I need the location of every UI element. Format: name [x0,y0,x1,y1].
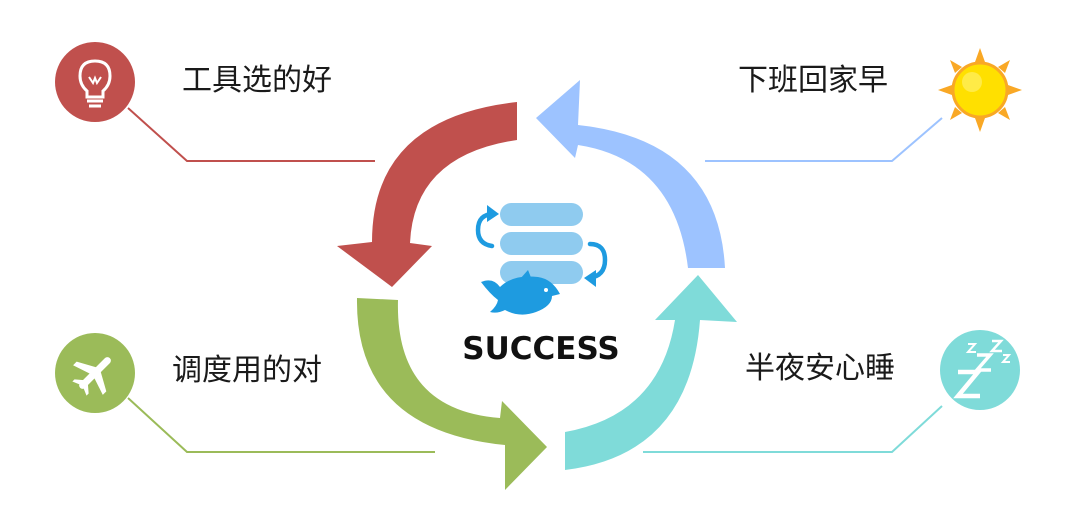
step-label-sleep: 半夜安心睡 [745,351,895,386]
cycle-arrows [337,80,737,490]
connector-line-green [127,397,435,453]
cycle-arrow-blue [536,80,725,268]
database-dolphin-icon [475,203,608,315]
connector-lines [127,107,943,453]
cycle-arrow-teal [565,275,737,470]
cycle-arrow-green [356,298,547,490]
connector-line-red [127,107,375,162]
sync-arrow-left-icon [475,205,499,249]
sun-icon [938,48,1022,132]
lightbulb-icon [55,42,135,122]
db-disk-1 [500,203,583,226]
sleep-zzz-icon [940,330,1020,410]
sync-arrow-right-icon [584,241,608,287]
connector-line-blue [705,117,943,162]
step-label-home-early: 下班回家早 [738,63,888,98]
center-success-text: SUCCESS [462,331,619,367]
db-disk-2 [500,232,583,255]
step-label-tools: 工具选的好 [182,63,332,98]
cycle-arrow-red [337,102,517,287]
step-label-scheduling: 调度用的对 [172,353,322,388]
airplane-icon [55,333,135,413]
dolphin-icon [481,276,560,315]
connector-line-teal [643,405,943,453]
